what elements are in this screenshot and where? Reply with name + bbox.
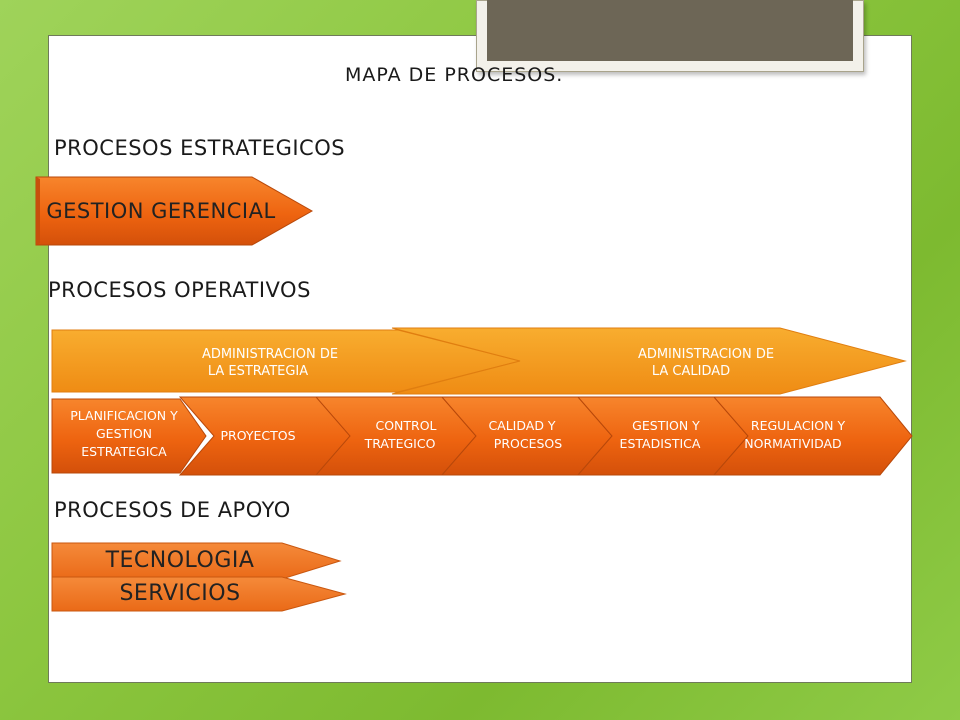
support-process-servicios: SERVICIOS [119,581,241,606]
section-heading-operative: PROCESOS OPERATIVOS [48,278,311,302]
op-process-4: CALIDAD Y PROCESOS [468,417,588,453]
servicios-arrow [51,576,347,612]
op-process-1-line3: ESTRATEGICA [81,444,167,459]
op-chevron-1 [51,398,207,474]
op-process-6-line1: REGULACION Y [750,418,846,433]
decorative-frame-fill [487,0,853,61]
op-process-3-line2: TRATEGICO [364,436,436,451]
macro-estrategia-label: ADMINISTRACION DE LA ESTRATEGIA [150,346,390,380]
macro-calidad-arrow [391,327,907,395]
section-heading-strategic: PROCESOS ESTRATEGICOS [54,136,346,160]
op-process-3-line1: CONTROL [375,418,437,433]
gestion-gerencial-bevel [36,177,40,245]
op-process-4-line1: CALIDAD Y [488,418,556,433]
op-process-2-line1: PROYECTOS [220,428,296,443]
macro-estrategia-line2: LA ESTRATEGIA [207,364,309,379]
tecnologia-arrow [51,542,342,580]
op-process-5: GESTION Y ESTADISTICA [600,417,720,453]
op-process-1: PLANIFICACION Y GESTION ESTRATEGICA [54,407,194,461]
op-process-3: CONTROL TRATEGICO [340,417,450,453]
op-process-1-line2: GESTION [95,426,153,441]
op-process-5-line2: ESTADISTICA [619,436,701,451]
page-title: MAPA DE PROCESOS. [345,64,564,86]
macro-estrategia-line1: ADMINISTRACION DE [201,347,339,362]
decorative-frame [476,0,864,72]
macro-calidad-line1: ADMINISTRACION DE [637,347,775,362]
macro-calidad-line2: LA CALIDAD [651,364,731,379]
op-process-5-line1: GESTION Y [632,418,700,433]
op-process-2: PROYECTOS [198,427,318,445]
op-process-1-line1: PLANIFICACION Y [70,408,178,423]
op-process-6: REGULACION Y NORMATIVIDAD [728,417,858,453]
op-process-4-line2: PROCESOS [493,436,563,451]
op-process-6-line2: NORMATIVIDAD [744,436,842,451]
process-gestion-gerencial: GESTION GERENCIAL [46,199,276,223]
op-chevron-6 [712,396,913,476]
support-process-tecnologia: TECNOLOGIA [105,548,255,573]
section-heading-support: PROCESOS DE APOYO [54,498,291,522]
macro-calidad-label: ADMINISTRACION DE LA CALIDAD [586,346,826,380]
